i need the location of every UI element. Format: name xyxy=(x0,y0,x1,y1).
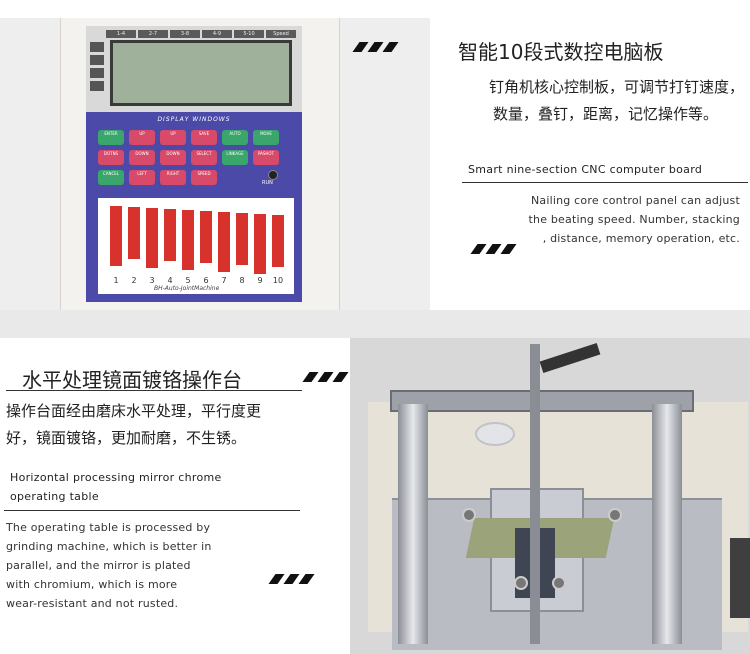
logo-step xyxy=(128,207,140,259)
panel2-body-en-line: The operating table is processed by xyxy=(6,521,211,534)
logo-number: 6 xyxy=(203,276,209,285)
keypad-button[interactable]: DOWN xyxy=(129,150,155,165)
lcd-tab: 1-4 xyxy=(106,30,136,38)
panel2-title-en-line: Horizontal processing mirror chrome xyxy=(10,471,222,484)
bolt-icon xyxy=(514,576,528,590)
keypad-button[interactable]: UP xyxy=(129,130,155,145)
logo-step xyxy=(218,212,230,272)
logo-number: 5 xyxy=(185,276,191,285)
guide-column xyxy=(652,404,682,644)
panel2-title-en-line: operating table xyxy=(10,490,99,503)
logo-number: 3 xyxy=(149,276,155,285)
panel1-body-cn-line: 钉角机核心控制板，可调节打钉速度， xyxy=(488,78,744,96)
lcd-tab: 4-9 xyxy=(202,30,232,38)
keypad-button[interactable]: DOWN xyxy=(160,150,186,165)
panel2-body-en-line: grinding machine, which is better in xyxy=(6,540,212,553)
panel2-body-en-line: wear-resistant and not rusted. xyxy=(6,597,179,610)
keypad-button[interactable]: UP xyxy=(160,130,186,145)
keypad-button[interactable]: PASHOT xyxy=(253,150,279,165)
logo-number: 2 xyxy=(131,276,137,285)
logo-step xyxy=(164,209,176,261)
logo-step xyxy=(110,206,122,266)
divider xyxy=(4,510,300,511)
logo-number: 9 xyxy=(257,276,263,285)
logo-step xyxy=(146,208,158,268)
keypad-button[interactable]: SPEED xyxy=(191,170,217,185)
panel2-body-cn: 操作台面经由磨床水平处理，平行度更 好，镜面镀铬，更加耐磨，不生锈。 xyxy=(6,398,346,452)
section-gap xyxy=(0,310,750,338)
display-caption: DISPLAY WINDOWS xyxy=(157,116,231,123)
run-indicator-icon xyxy=(268,170,278,180)
divider xyxy=(462,182,748,183)
logo-step xyxy=(254,214,266,274)
run-label: RUN xyxy=(262,180,273,186)
panel1-title-en: Smart nine-section CNC computer board xyxy=(468,163,703,176)
logo-number: 10 xyxy=(272,276,284,285)
divider xyxy=(6,390,302,391)
stripe-decoration xyxy=(470,244,534,254)
guide-column xyxy=(398,404,428,644)
logo-number: 7 xyxy=(221,276,227,285)
logo-tray: BH-Auto-JointMachine 1 2 3 4 5 6 7 8 9 10 xyxy=(98,198,294,294)
bolt-icon xyxy=(462,508,476,522)
machine-caption: BH-Auto-JointMachine xyxy=(154,285,220,292)
panel1-title-cn: 智能10段式数控电脑板 xyxy=(458,40,664,64)
stripe-decoration xyxy=(352,42,416,52)
side-control-panel xyxy=(730,538,750,618)
logo-step xyxy=(200,211,212,263)
panel2-body-cn-line: 好，镜面镀铬，更加耐磨，不生锈。 xyxy=(6,429,247,447)
lcd-tab: 2-7 xyxy=(138,30,168,38)
keypad-button[interactable]: LEFT xyxy=(129,170,155,185)
stripe-decoration xyxy=(268,574,332,584)
keypad-button[interactable]: LINKAGE xyxy=(222,150,248,165)
keypad-button[interactable]: SAVE xyxy=(191,130,217,145)
bolt-icon xyxy=(552,576,566,590)
panel2-title-en: Horizontal processing mirror chrome oper… xyxy=(10,468,222,506)
lcd-tab: 3-8 xyxy=(170,30,200,38)
keypad-button[interactable]: CANCEL xyxy=(98,170,124,185)
keypad-button[interactable]: RIGHT xyxy=(160,170,186,185)
logo-step xyxy=(182,210,194,270)
bolt-icon xyxy=(608,508,622,522)
panel2-body-en-line: with chromium, which is more xyxy=(6,578,178,591)
panel2-body-en-line: parallel, and the mirror is plated xyxy=(6,559,191,572)
dial-icon xyxy=(475,422,515,446)
lcd-tab: 5-10 xyxy=(234,30,264,38)
logo-step xyxy=(236,213,248,265)
lcd-tab: Speed xyxy=(266,30,296,38)
logo-step xyxy=(272,215,284,267)
panel1-body-en-line: the beating speed. Number, stacking xyxy=(528,213,740,226)
keypad-button[interactable]: DOTNS xyxy=(98,150,124,165)
lcd-side-buttons xyxy=(90,42,104,96)
panel1-body-en-line: Nailing core control panel can adjust xyxy=(530,194,740,207)
lcd-screen xyxy=(110,40,292,106)
keypad-button[interactable]: MOVE xyxy=(253,130,279,145)
panel2-body-cn-line: 操作台面经由磨床水平处理，平行度更 xyxy=(6,402,262,420)
keypad-button[interactable]: AUTO xyxy=(222,130,248,145)
panel1-body-en-line: , distance, memory operation, etc. xyxy=(542,232,740,245)
center-rod xyxy=(530,344,540,644)
logo-number: 4 xyxy=(167,276,173,285)
panel-operating-table: 水平处理镜面镀铬操作台 操作台面经由磨床水平处理，平行度更 好，镜面镀铬，更加耐… xyxy=(0,338,750,654)
logo-number: 8 xyxy=(239,276,245,285)
panel2-body-en: The operating table is processed by grin… xyxy=(6,518,306,613)
panel1-body-cn-line: 数量，叠钉，距离，记忆操作等。 xyxy=(492,105,718,123)
machine-crossbar xyxy=(390,390,694,412)
logo-number: 1 xyxy=(113,276,119,285)
panel1-body-cn: 钉角机核心控制板，可调节打钉速度， 数量，叠钉，距离，记忆操作等。 xyxy=(420,74,744,128)
panel2-title-cn: 水平处理镜面镀铬操作台 xyxy=(22,368,242,392)
keypad-button[interactable]: ENTER xyxy=(98,130,124,145)
panel1-body-en: Nailing core control panel can adjust th… xyxy=(478,191,740,248)
keypad-button[interactable]: SELECT xyxy=(191,150,217,165)
